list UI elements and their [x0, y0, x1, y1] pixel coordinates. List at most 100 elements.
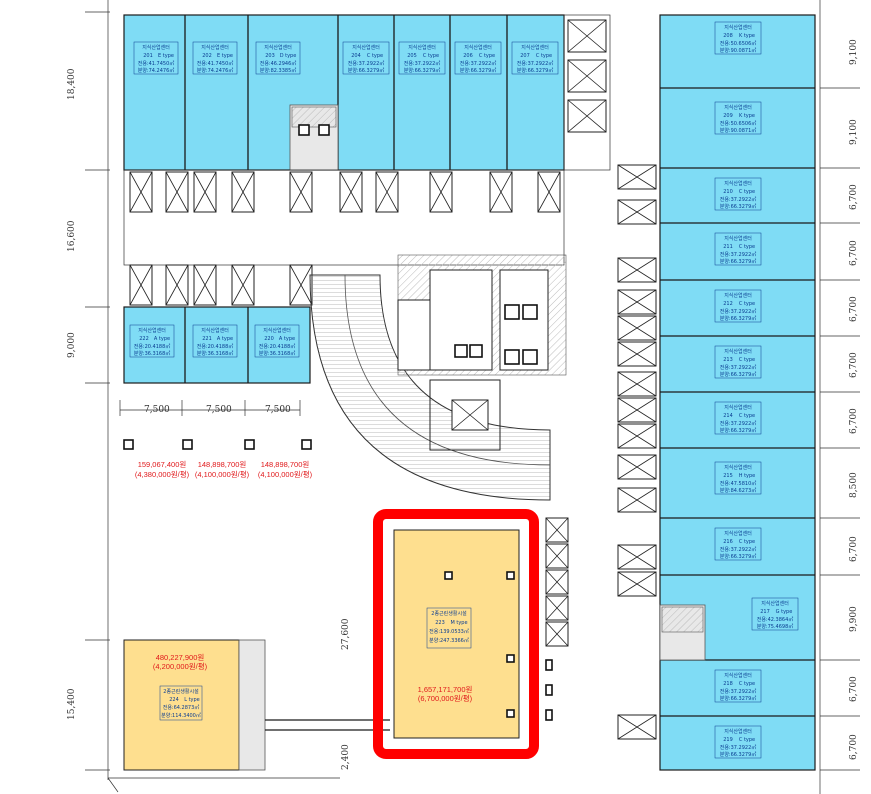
unit-215-type: H type	[739, 473, 756, 479]
top-units	[123, 14, 565, 171]
parking-stall	[617, 714, 657, 740]
unit-206-type: C type	[479, 53, 495, 59]
parking-stall	[617, 199, 657, 225]
unit-210-no: 210	[723, 189, 733, 195]
dim-bottom-3: 7,500	[265, 405, 291, 415]
parking-stall	[617, 315, 657, 341]
parking-stall	[537, 171, 561, 213]
unit-label-205: 지식산업센터 205 C type 전용:37.2922㎡ 분양:66.3279…	[398, 41, 446, 75]
retail-unit-223[interactable]: 2종근린생활시설 223 M type 전용:139.0533㎡ 분양:247.…	[393, 529, 520, 739]
unit-224-sale: 분양:114.3400㎡	[161, 712, 201, 719]
unit-212-excl: 전용:37.2922㎡	[720, 308, 757, 315]
dim-right-5: 6,700	[849, 352, 859, 378]
unit-216-no: 216	[723, 539, 733, 545]
unit-216-excl: 전용:37.2922㎡	[720, 546, 757, 553]
unit-202-type: E type	[217, 53, 233, 59]
dim-right-0: 9,100	[849, 39, 859, 65]
parking-stall	[545, 595, 569, 621]
unit-212-sale: 분양:66.3279㎡	[720, 315, 757, 322]
unit-221-type: A type	[217, 336, 233, 342]
unit-220-type: A type	[279, 336, 295, 342]
unit-211-title: 지식산업센터	[724, 235, 752, 242]
unit-205-no: 205	[407, 53, 417, 59]
dim-right-11: 6,700	[849, 734, 859, 760]
price-222-total: 159,067,400원	[138, 460, 187, 469]
unit-217-type: G type	[776, 609, 793, 615]
stair-column	[563, 14, 611, 171]
unit-212-no: 212	[723, 301, 733, 307]
unit-219-type: C type	[739, 737, 755, 743]
unit-224-excl: 전용:64.2873㎡	[163, 704, 200, 711]
unit-207-type: C type	[536, 53, 552, 59]
parking-stall	[289, 264, 313, 306]
parking-stall	[375, 171, 399, 213]
unit-214-sale: 분양:66.3279㎡	[720, 427, 757, 434]
right-units	[659, 14, 816, 771]
unit-215-sale: 분양:84.6273㎡	[720, 487, 757, 494]
selection-highlight	[373, 509, 539, 759]
unit-208-title: 지식산업센터	[724, 24, 752, 31]
unit-217-no: 217	[760, 609, 770, 615]
parking-stall	[231, 171, 255, 213]
unit-214-excl: 전용:37.2922㎡	[720, 420, 757, 427]
parking-stall	[129, 171, 153, 213]
unit-218-excl: 전용:37.2922㎡	[720, 688, 757, 695]
unit-203-sale: 분양:82.3385㎡	[260, 67, 297, 74]
dim-right-6: 6,700	[849, 408, 859, 434]
unit-220-sale: 분양:36.3168㎡	[259, 350, 296, 357]
dim-right-4: 6,700	[849, 296, 859, 322]
unit-212-type: C type	[739, 301, 755, 307]
stair-box	[567, 59, 607, 93]
column-markers	[123, 439, 312, 450]
unit-222-sale: 분양:36.3168㎡	[134, 350, 171, 357]
unit-208-type: K type	[739, 33, 755, 39]
parking-right-column	[617, 164, 657, 740]
curved-ramp	[309, 274, 551, 501]
unit-219-no: 219	[723, 737, 733, 743]
unit-213-excl: 전용:37.2922㎡	[720, 364, 757, 371]
dim-left-2400: 2,400	[341, 744, 351, 770]
parking-stall	[617, 289, 657, 315]
dim-bottom-1: 7,500	[144, 405, 170, 415]
unit-207-excl: 전용:37.2922㎡	[517, 60, 554, 67]
unit-label-207: 지식산업센터 207 C type 전용:37.2922㎡ 분양:66.3279…	[511, 41, 559, 75]
unit-207-no: 207	[520, 53, 530, 59]
parking-stall	[165, 171, 189, 213]
unit-208-excl: 전용:50.6506㎡	[720, 40, 757, 47]
parking-stall	[617, 164, 657, 190]
dimension-labels-bottom: 7,500 7,500 7,500	[144, 405, 291, 415]
parking-stall	[617, 257, 657, 283]
dim-right-10: 6,700	[849, 676, 859, 702]
unit-210-title: 지식산업센터	[724, 180, 752, 187]
parking-stall	[289, 171, 313, 213]
unit-218-sale: 분양:66.3279㎡	[720, 695, 757, 702]
dim-right-2: 6,700	[849, 184, 859, 210]
parking-stall	[165, 264, 189, 306]
parking-stall	[617, 487, 657, 513]
parking-center-column	[545, 517, 569, 721]
parking-stall	[489, 171, 513, 213]
unit-214-title: 지식산업센터	[724, 404, 752, 411]
parking-stall	[545, 543, 569, 569]
unit-206-no: 206	[463, 53, 473, 59]
stair-box	[567, 99, 607, 133]
unit-201-excl: 전용:41.7450㎡	[138, 60, 175, 67]
price-221-per: (4,100,000원/평)	[195, 469, 250, 479]
unit-218-no: 218	[723, 681, 733, 687]
unit-223-title: 2종근린생활시설	[431, 610, 467, 617]
structural-grid	[85, 0, 860, 794]
unit-202-sale: 분양:74.2476㎡	[197, 67, 234, 74]
retail-unit-224: 480,227,900원 (4,200,000원/평) 2종근린생활시설 224…	[123, 639, 390, 771]
unit-215-no: 215	[723, 473, 733, 479]
parking-stall	[545, 569, 569, 595]
dim-left-15400: 15,400	[67, 688, 77, 720]
unit-206-sale: 분양:66.3279㎡	[460, 67, 497, 74]
unit-224-no: 224	[169, 697, 179, 703]
unit-211-excl: 전용:37.2922㎡	[720, 251, 757, 258]
